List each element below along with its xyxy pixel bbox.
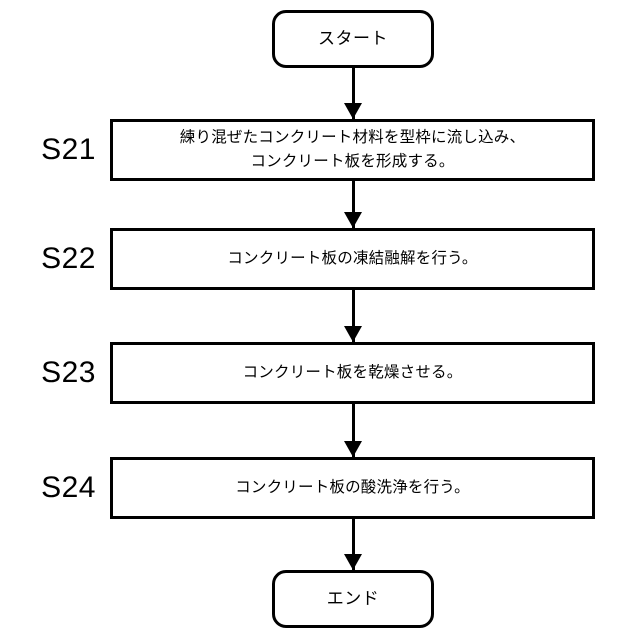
connector-arrow-s21-to-s22 [344,181,362,228]
connector-arrow-start-to-s21 [344,68,362,119]
s24-node-text: コンクリート板の酸洗浄を行う。 [235,478,470,496]
start-node-label: スタート [318,29,388,49]
step-label-s21: S21 [41,133,96,166]
arrow-head-icon [344,103,362,119]
connector-stem [351,404,355,457]
connector-arrow-s24-to-end [344,519,362,570]
connector-arrow-s23-to-s24 [344,404,362,457]
flowchart-node-start: スタート [272,10,434,68]
flowchart-node-s23: コンクリート板を乾燥させる。 [110,342,595,404]
flowchart-node-s22: コンクリート板の凍結融解を行う。 [110,228,595,290]
connector-stem [351,290,355,342]
step-label-s22: S22 [41,242,96,275]
flowchart-node-end: エンド [272,570,434,628]
connector-stem [351,519,355,570]
flowchart-node-s21: 練り混ぜたコンクリート材料を型枠に流し込み、 コンクリート板を形成する。 [110,119,595,181]
s22-node-text: コンクリート板の凍結融解を行う。 [227,249,478,267]
step-label-s24: S24 [41,471,96,504]
arrow-head-icon [344,441,362,457]
arrow-head-icon [344,212,362,228]
connector-stem [351,68,355,119]
s23-node-text: コンクリート板を乾燥させる。 [242,363,463,381]
end-node-label: エンド [326,589,380,609]
connector-stem [351,181,355,228]
arrow-head-icon [344,554,362,570]
s21-node-text: 練り混ぜたコンクリート材料を型枠に流し込み、 コンクリート板を形成する。 [179,128,526,170]
connector-arrow-s22-to-s23 [344,290,362,342]
arrow-head-icon [344,326,362,342]
flowchart-node-s24: コンクリート板の酸洗浄を行う。 [110,457,595,519]
step-label-s23: S23 [41,356,96,389]
